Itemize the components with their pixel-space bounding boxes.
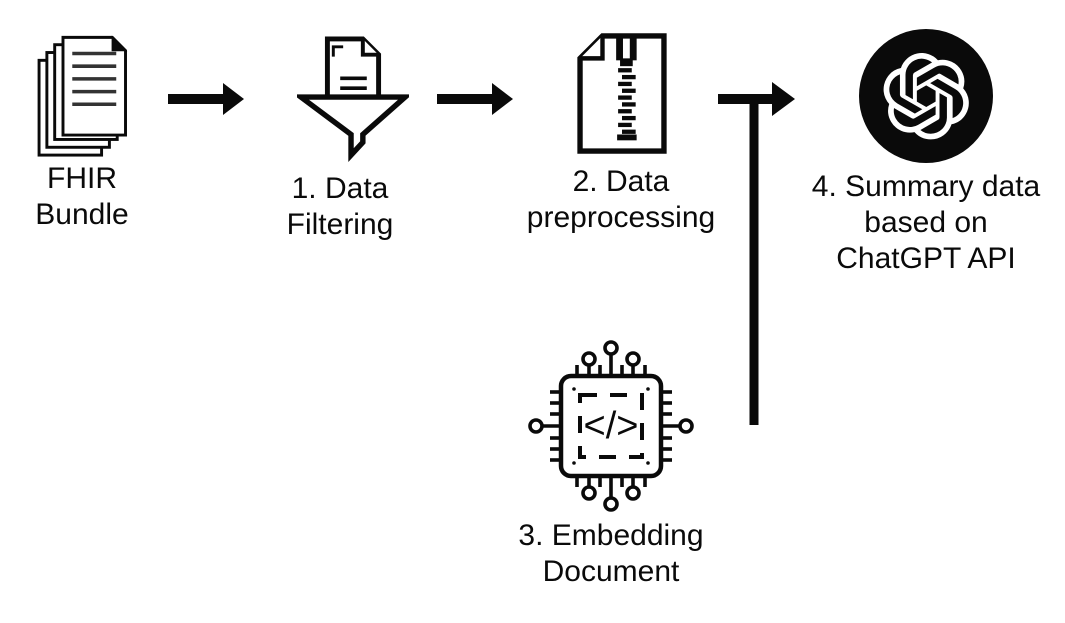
flow-arrow-2 <box>437 82 513 116</box>
node-label-data-filtering: 1. Data Filtering <box>255 171 425 243</box>
flow-arrow-1 <box>168 82 244 116</box>
document-stack-icon <box>35 32 133 159</box>
label-line: 3. Embedding <box>518 519 704 552</box>
junction-connector <box>716 77 798 429</box>
label-line: 2. Data <box>572 165 670 198</box>
label-line: FHIR <box>47 162 117 195</box>
label-line: based on <box>864 206 988 239</box>
label-line: 1. Data <box>291 172 389 205</box>
node-label-data-preprocessing: 2. Data preprocessing <box>511 164 731 236</box>
chip-code-icon: </> <box>521 336 701 516</box>
node-label-embedding-document: 3. Embedding Document <box>496 518 726 590</box>
node-label-summary-chatgpt: 4. Summary data based on ChatGPT API <box>791 169 1061 277</box>
label-line: Bundle <box>35 198 129 231</box>
label-line: preprocessing <box>526 201 716 234</box>
label-line: 4. Summary data <box>811 170 1041 203</box>
zip-file-icon <box>577 33 667 154</box>
node-label-fhir-bundle: FHIR Bundle <box>7 161 157 233</box>
openai-logo-icon <box>856 26 996 166</box>
code-glyph: </> <box>584 405 639 447</box>
funnel-document-icon <box>297 36 409 162</box>
label-line: Filtering <box>286 208 394 241</box>
label-line: Document <box>542 555 680 588</box>
label-line: ChatGPT API <box>836 242 1016 275</box>
